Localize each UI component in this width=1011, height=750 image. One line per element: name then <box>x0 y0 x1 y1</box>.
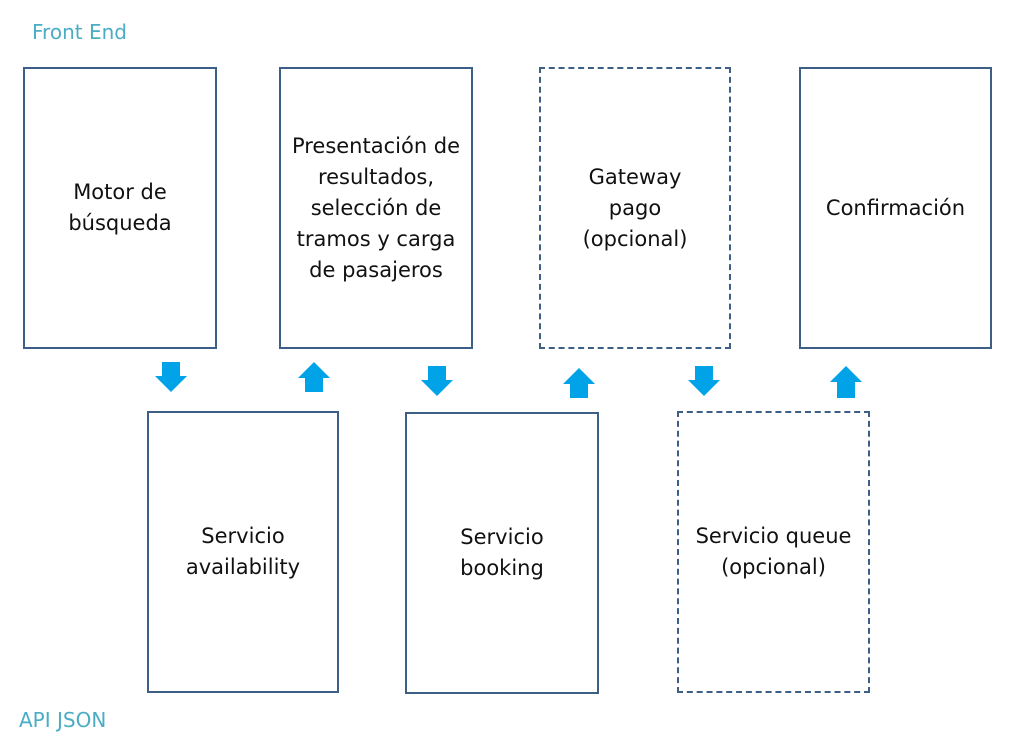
box-label: Gateway pago (opcional) <box>582 164 688 251</box>
api-layer-label: API JSON <box>19 708 107 732</box>
box-label: Servicio queue (opcional) <box>695 524 852 579</box>
box-servicio-queue: Servicio queue (opcional) <box>677 411 870 693</box>
frontend-layer-label: Front End <box>32 20 127 44</box>
box-servicio-availability: Servicio availability <box>147 411 339 693</box>
arrow-down-icon <box>688 366 720 396</box>
box-gateway-pago: Gateway pago (opcional) <box>539 67 731 349</box>
box-servicio-booking: Servicio booking <box>405 412 599 694</box>
box-label: Motor de búsqueda <box>68 180 172 235</box>
arrow-down-icon <box>421 366 453 396</box>
box-label: Servicio availability <box>185 524 301 579</box>
arrow-down-icon <box>155 362 187 392</box>
box-label: Servicio booking <box>460 525 544 580</box>
box-presentacion-resultados: Presentación de resultados, selección de… <box>279 67 473 349</box>
box-motor-busqueda: Motor de búsqueda <box>23 67 217 349</box>
box-label: Presentación de resultados, selección de… <box>291 133 461 282</box>
arrow-up-icon <box>830 366 862 398</box>
arrow-up-icon <box>298 362 330 392</box>
arrow-up-icon <box>563 368 595 398</box>
box-label: Confirmación <box>825 195 966 220</box>
box-confirmacion: Confirmación <box>799 67 992 349</box>
